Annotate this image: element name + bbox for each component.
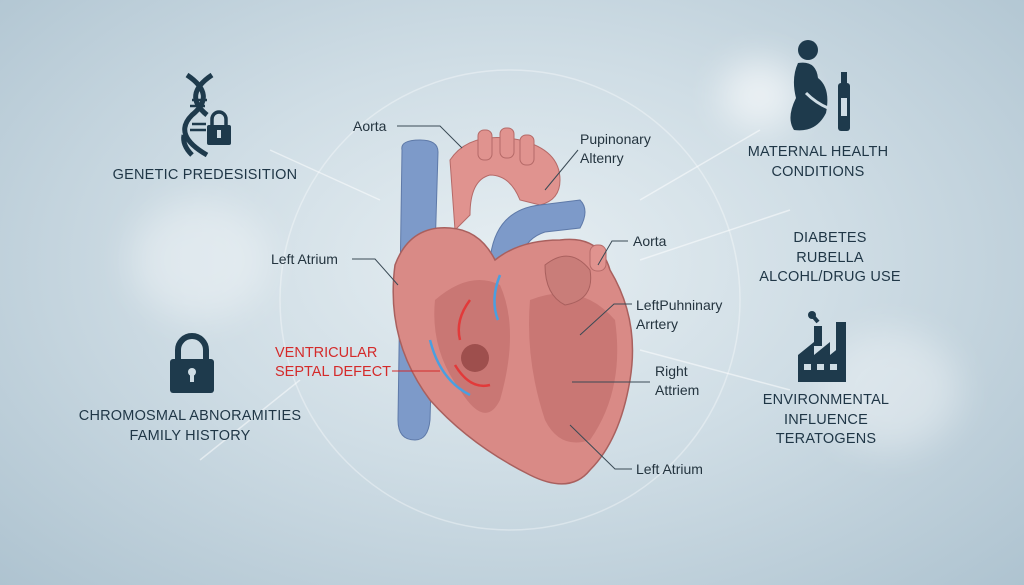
condition-diabetes: DIABETES [793,230,867,246]
blood-flow-arrows [428,274,502,397]
label-right-atrium: Right Attriem [655,362,699,400]
label-pulmonary-artery: Pupinonary Altenry [580,130,651,168]
genetic-predisposition-label: GENETIC PREDESISITION [112,167,298,183]
condition-rubella: RUBELLA [796,249,864,266]
label-aorta-top: Aorta [353,118,387,134]
conditions-line: CONDITIONS [771,163,865,180]
label-ventricular-septal-defect: VENTRICULAR SEPTAL DEFECT [275,344,391,382]
environmental-influence-label: ENVIRONMENTAL INFLUENCE TERATOGENS [763,391,889,450]
label-line: SEPTAL DEFECT [275,364,392,380]
label-left-pulmonary-artery: LeftPuhninary Arrtery [636,296,722,334]
atrium [544,255,592,306]
factory-icon [798,311,846,382]
pregnant-woman-bottle-icon [790,40,850,131]
teratogens-line: TERATOGENS [775,431,877,447]
right-ventricle [529,293,618,443]
aorta-branch [519,134,535,166]
label-line: Arrtery [636,316,678,332]
padlock-icon [170,333,214,393]
background-rays [199,69,791,531]
label-aorta-right: Aorta [633,233,667,249]
label-line: LeftPuhninary [636,297,723,313]
maternal-line: MATERNAL HEALTH [747,144,889,160]
condition-alcohol-drug: ALCOHL/DRUG USE [759,269,901,285]
environmental-line: ENVIRONMENTAL [762,392,890,408]
label-left-atrium-bottom: Left Atrium [636,461,703,477]
label-line: Right [655,363,688,379]
influence-line: INFLUENCE [784,411,868,428]
family-history-line: FAMILY HISTORY [129,427,251,444]
aorta-branch [477,129,493,161]
background-glow [130,200,270,320]
chromosomal-abnormalities-label: CHROMOSMAL ABNORAMITIES FAMILY HISTORY [79,407,301,446]
label-line: Pupinonary [580,131,651,147]
aorta-stub [589,244,607,272]
dna-lock-icon [181,72,231,158]
maternal-health-label: MATERNAL HEALTH CONDITIONS [748,143,889,182]
septal-defect-hole [461,344,489,372]
chromosomal-line: CHROMOSMAL ABNORAMITIES [78,408,302,424]
background-glow [720,60,800,130]
label-line: Altenry [580,150,624,166]
leader-lines [352,125,650,470]
maternal-conditions-list: DIABETES RUBELLA ALCOHL/DRUG USE [759,229,901,288]
label-left-atrium-left: Left Atrium [271,251,338,267]
label-line: VENTRICULAR [275,345,378,361]
aorta-branch [499,127,515,159]
label-line: Attriem [655,382,700,398]
